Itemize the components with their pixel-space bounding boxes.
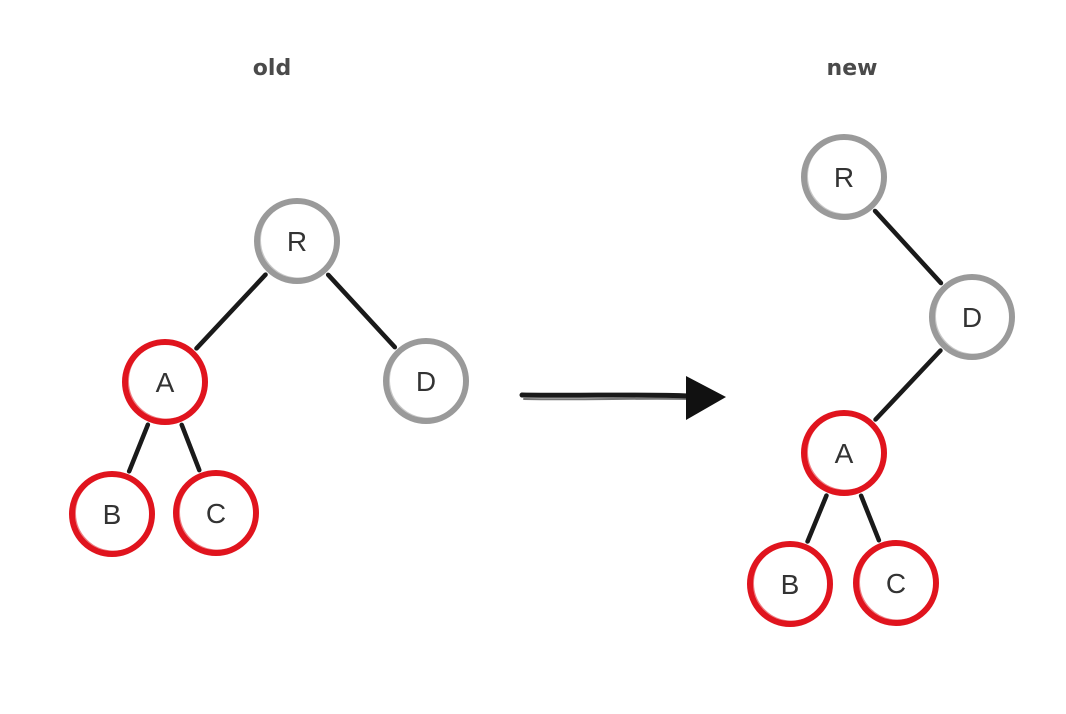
edge-a-b-stroke <box>129 424 150 473</box>
transform-arrow-icon <box>519 376 726 420</box>
node-c-ring-sketch <box>858 542 937 622</box>
node-d-label: D <box>962 302 982 333</box>
node-d-ring-sketch <box>388 340 467 420</box>
edge-a-c-stroke <box>861 494 882 541</box>
new-tree-label: new <box>826 56 878 81</box>
edge-a-b-stroke <box>808 495 829 543</box>
node-d: D <box>383 338 469 424</box>
node-c-label: C <box>206 498 226 529</box>
edge-r-a-stroke <box>196 275 268 350</box>
node-r: R <box>254 198 340 284</box>
edge-r-d-stroke <box>875 209 943 283</box>
node-c: C <box>853 540 939 626</box>
node-a-ring-sketch <box>127 341 206 421</box>
node-b-label: B <box>103 499 122 530</box>
node-d-ring-sketch <box>934 276 1013 356</box>
old-tree: R A D B C <box>69 198 469 557</box>
node-r-label: R <box>834 162 854 193</box>
node-r: R <box>801 134 887 220</box>
edge-r-a <box>194 272 268 351</box>
node-c-label: C <box>886 568 906 599</box>
node-a-label: A <box>156 367 175 398</box>
node-r-label: R <box>287 226 307 257</box>
edge-r-d-stroke <box>328 273 397 347</box>
node-a-ring-sketch <box>806 412 885 492</box>
new-tree: R D A B C <box>747 134 1015 627</box>
node-c-ring-sketch <box>178 472 257 552</box>
node-b: B <box>747 541 833 627</box>
node-a-label: A <box>835 438 854 469</box>
node-a: A <box>801 410 887 496</box>
edge-d-a <box>873 348 943 422</box>
node-b: B <box>69 471 155 557</box>
edge-a-c <box>179 422 202 473</box>
node-r-ring-sketch <box>259 200 338 280</box>
node-c: C <box>173 470 259 556</box>
edge-d-a-stroke <box>876 351 943 422</box>
node-b-label: B <box>781 569 800 600</box>
node-b-ring-sketch <box>752 543 831 623</box>
node-d: D <box>929 274 1015 360</box>
old-tree-label: old <box>252 56 292 81</box>
edge-a-c <box>858 493 882 543</box>
node-b-ring-sketch <box>74 473 153 553</box>
node-d-label: D <box>416 366 436 397</box>
edge-r-d <box>325 272 398 350</box>
edge-a-b <box>805 493 829 544</box>
edge-a-c-stroke <box>182 424 202 470</box>
edge-a-b <box>126 422 151 474</box>
node-a: A <box>122 339 208 425</box>
edge-r-d <box>872 208 944 286</box>
node-r-ring-sketch <box>806 136 885 216</box>
